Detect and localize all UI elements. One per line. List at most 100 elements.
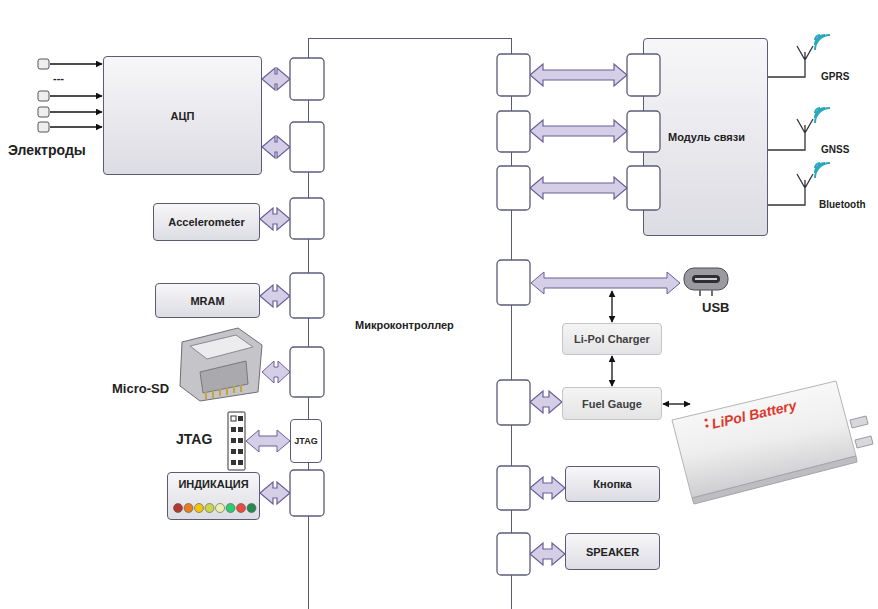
usb-link-part [692,275,720,283]
jtag-connector-part-part [238,438,243,443]
bus-arrow [260,482,290,504]
microsd-slot-part-part [226,388,228,395]
antenna-symbol-part-part [815,163,830,178]
jtag-port: JTAG [290,419,322,463]
bus-arrow [530,120,627,142]
part-name: Micro-SD [112,381,169,396]
lipol-battery-part [704,418,707,421]
lipol-battery-part [692,456,857,504]
electrode-inputs-part-part [50,63,102,64]
electrode-inputs-part [38,91,49,101]
jtag-connector-part [231,416,236,421]
antenna-label: Bluetooth [819,199,866,210]
module-port-part [627,111,660,152]
microcontroller-box: Микроконтроллер [308,38,512,609]
microsd-slot-part [200,361,248,393]
jtag-connector-part-part [231,427,236,432]
electrode-inputs-part [50,64,102,127]
jtag-connector-part-part [238,449,243,454]
bus-arrow [530,543,565,565]
indication-box: ИНДИКАЦИЯ [167,472,260,520]
mcu-port-part [290,470,324,516]
node-text: Модуль связи [668,131,745,143]
node-text: MRAM [190,295,224,307]
antenna-symbol-part [815,35,830,178]
node-text: Кнопка [593,478,631,490]
component-box: Accelerometer [153,203,260,241]
usb-link [531,268,728,322]
jtag-connector-part-part [231,449,236,454]
jtag-connector-part [228,412,245,470]
indicator-leds-part [226,504,235,513]
jtag-connector-part-part [238,427,243,432]
antenna-symbol-part-part [768,46,813,77]
jtag-connector-part-part [231,438,236,443]
module-port-part [627,54,660,96]
component-box: MRAM [155,283,260,318]
electrodes-label: Электроды [8,142,86,158]
electrode-inputs-part [38,122,49,132]
electrode-inputs [38,59,102,132]
microsd-slot-part-part [212,391,214,398]
mcu-port [290,54,530,575]
indicator-leds [174,504,257,513]
adc-box: АЦП [103,56,262,175]
mcu-port-part [290,347,324,397]
electrode-inputs-part-part [50,126,102,127]
usb-link-part [695,278,717,280]
electrode-inputs-part-part [50,95,102,96]
microsd-slot-part [190,335,253,359]
mcu-port-part [290,198,324,239]
antenna-symbol-part-part [768,174,813,205]
lipol-battery-part [663,403,690,404]
indicator-leds-part [237,504,246,513]
node-text: JTAG [294,436,317,446]
antenna-symbol-part-part [815,108,830,123]
mcu-port-part [497,533,530,575]
antenna-symbol-part [768,46,813,205]
indicator-leds-part [195,504,204,513]
electrode-inputs-part-part [50,111,102,112]
usb-link-part [700,290,712,296]
node-text: Li-Pol Charger [574,333,650,345]
lipol-battery-part [705,424,708,427]
charger-box: Li-Pol Charger [562,323,662,355]
lipol-battery-part [850,416,873,448]
mcu-port-part [290,273,324,318]
microsd-slot [180,328,290,401]
node-text: SPEAKER [586,546,639,558]
indicator-leds-part [205,504,214,513]
microsd-slot-part-part [205,392,207,399]
microsd-slot-part-part [240,385,242,392]
bus-arrow [260,285,290,307]
usb-link-part [611,291,612,322]
jtag-connector-part-part [231,460,236,465]
node-text: АЦП [171,110,195,122]
module-port-part [627,166,660,210]
jtag-connector-part [231,416,243,465]
battery-label: LiPol Battery [710,397,798,432]
antenna-label: GPRS [821,71,849,82]
bus-arrow [262,136,290,158]
mcu-port-part [497,54,530,96]
electrode-inputs-part [38,59,49,69]
indicator-leds-part [184,504,193,513]
button-box: Кнопка [565,466,660,502]
electrode-inputs-part [38,107,49,117]
node-text: Accelerometer [168,216,244,228]
antenna-symbol-part-part [815,35,830,50]
module-port [627,54,660,210]
node-text: Fuel Gauge [582,398,642,410]
node-text: ИНДИКАЦИЯ [178,478,248,490]
comm-module-box: Модуль связи [643,38,768,236]
indicator-leds-part [216,504,225,513]
usb-link-part [531,272,680,294]
bus-arrow [530,64,627,86]
fuel-gauge-box: Fuel Gauge [562,387,662,420]
microsd-slot-part-part [233,386,235,393]
bus-arrow [530,477,565,499]
mcu-port-part [497,380,530,425]
mcu-port-part [497,466,530,510]
part-name: USB [702,300,729,315]
